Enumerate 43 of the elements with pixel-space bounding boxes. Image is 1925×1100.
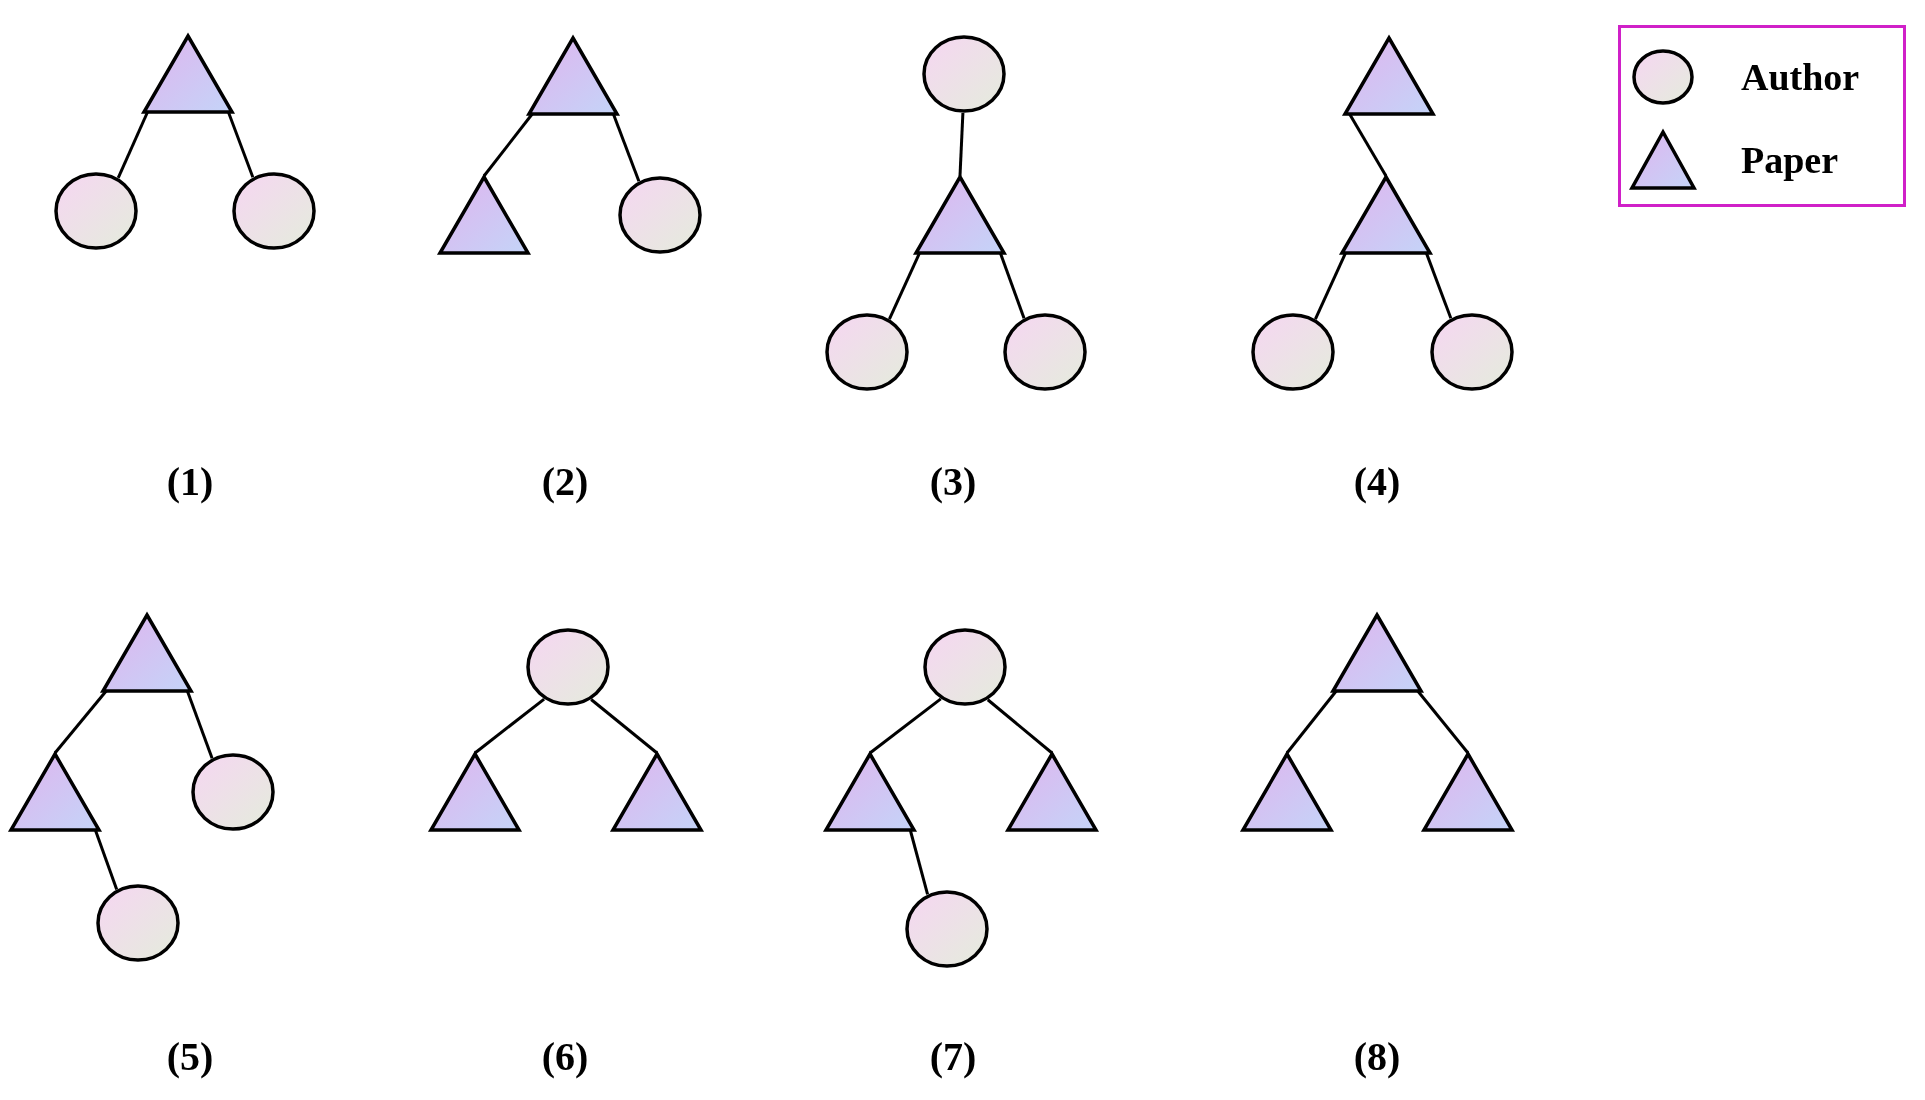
triangle-node xyxy=(429,752,521,832)
figure-number: (3) xyxy=(929,457,977,505)
triangle-node xyxy=(142,34,234,114)
triangle-node xyxy=(824,752,916,832)
figure-number: (4) xyxy=(1353,457,1401,505)
triangle-node xyxy=(611,752,703,832)
connector-line xyxy=(986,698,1053,755)
triangle-node xyxy=(527,36,619,116)
triangle-node xyxy=(1340,175,1432,255)
connector-line xyxy=(474,697,546,755)
figure-number: (1) xyxy=(166,457,214,505)
circle-node xyxy=(1430,313,1514,391)
circle-node xyxy=(922,35,1006,113)
connector-line xyxy=(590,698,658,755)
connector-line xyxy=(958,112,965,177)
triangle-node xyxy=(1006,752,1098,832)
triangle-node xyxy=(101,613,193,693)
figure-number: (2) xyxy=(541,457,589,505)
figure-number: (6) xyxy=(541,1032,589,1080)
triangle-node xyxy=(438,175,530,255)
legend-label: Author xyxy=(1741,55,1860,99)
triangle-node xyxy=(1331,613,1423,693)
figure-number: (8) xyxy=(1353,1032,1401,1080)
triangle-node xyxy=(1343,36,1435,116)
circle-node xyxy=(618,176,702,254)
circle-node xyxy=(905,890,989,968)
circle-node xyxy=(232,172,316,250)
triangle-node xyxy=(1241,752,1333,832)
connector-line xyxy=(869,697,942,755)
triangle-node xyxy=(914,175,1006,255)
circle-node xyxy=(1003,313,1087,391)
legend-label: Paper xyxy=(1741,138,1839,182)
triangle-node xyxy=(9,752,101,832)
circle-node xyxy=(825,313,909,391)
circle-node xyxy=(54,172,138,250)
triangle-node xyxy=(1422,752,1514,832)
figure-number: (7) xyxy=(929,1032,977,1080)
circle-node xyxy=(1251,313,1335,391)
figure-number: (5) xyxy=(166,1032,214,1080)
circle-node xyxy=(96,884,180,962)
circle-node xyxy=(191,753,275,831)
circle-node xyxy=(526,628,610,706)
circle-node xyxy=(923,628,1007,706)
